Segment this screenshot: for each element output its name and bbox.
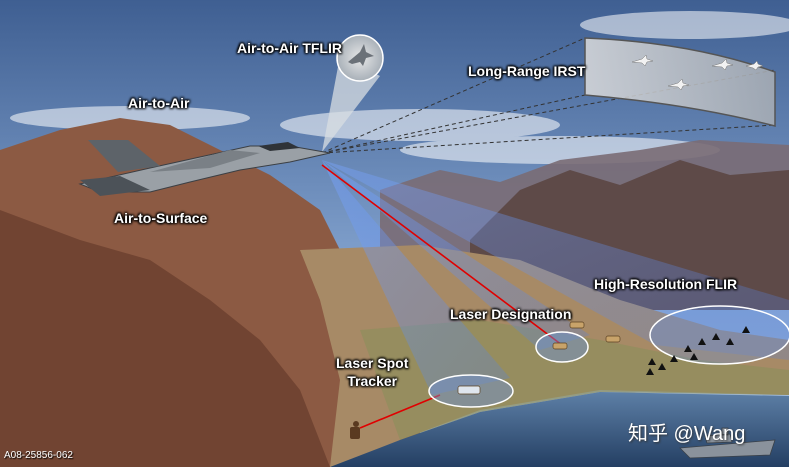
label-air-to-air-tflir: Air-to-Air TFLIR [237, 40, 342, 56]
watermark: 知乎 @Wang [628, 423, 746, 445]
label-laser-spot-line2: Tracker [347, 373, 398, 389]
label-air-to-surface: Air-to-Surface [114, 210, 208, 226]
label-laser-designation: Laser Designation [450, 306, 572, 322]
target-aircraft-icon [631, 54, 764, 91]
tank-icon [457, 321, 621, 395]
label-laser-spot-tracker: Laser Spot Tracker [336, 354, 408, 390]
sea [330, 392, 789, 467]
tflir-target-icon [348, 44, 374, 66]
label-air-to-air: Air-to-Air [128, 95, 190, 111]
hr-flir-beam [322, 160, 789, 360]
irst-lines [321, 37, 776, 154]
sensor-beams [322, 160, 789, 395]
soldier-icon [350, 421, 360, 439]
ship-icon [679, 427, 776, 459]
left-mountain-shadow [0, 210, 330, 467]
ground-units [646, 326, 750, 375]
clouds [10, 11, 789, 164]
laser-spot-tracker-beam [322, 160, 510, 395]
figure-code: A08-25856-062 [4, 450, 73, 461]
label-high-resolution-flir: High-Resolution FLIR [594, 276, 738, 292]
laser-designation-beam [322, 160, 590, 350]
laser-lines [321, 164, 563, 429]
label-long-range-irst: Long-Range IRST [468, 63, 586, 79]
fighter-jet-icon [78, 140, 331, 196]
hr-flir-target [649, 305, 789, 365]
label-laser-spot-line1: Laser Spot [336, 355, 409, 371]
